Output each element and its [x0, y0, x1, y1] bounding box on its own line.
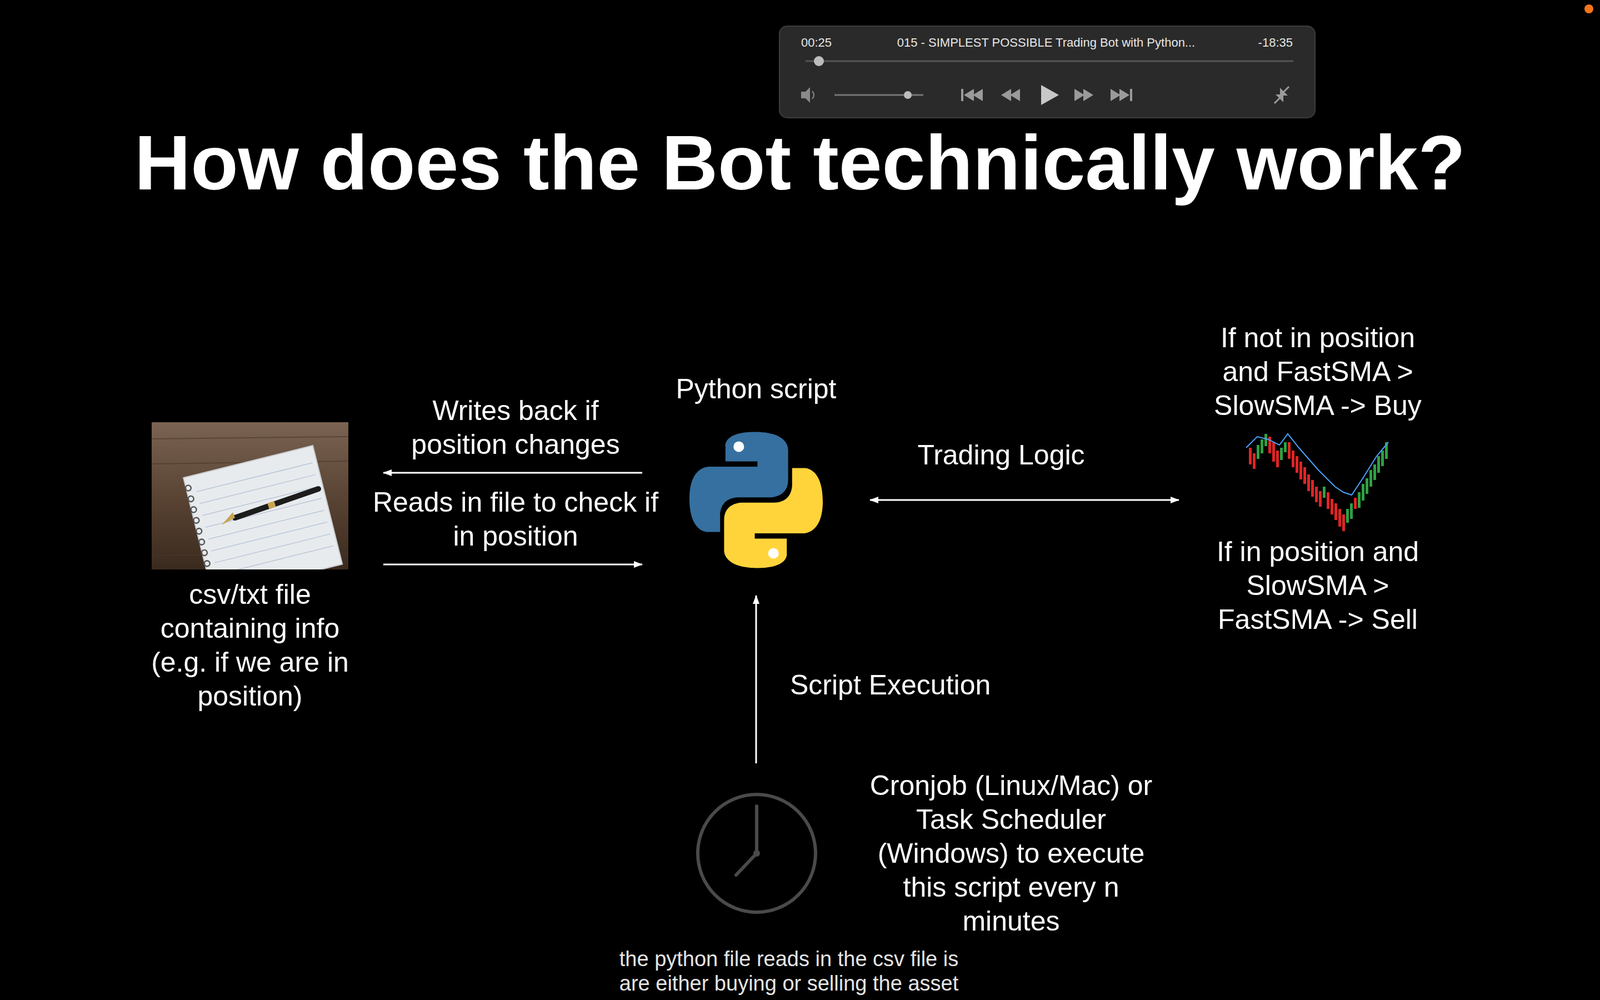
edge-label: Writes back if position changes — [387, 393, 644, 462]
script-node: Python script — [664, 372, 848, 574]
notebook — [182, 445, 343, 570]
edge-label: Trading Logic — [917, 438, 1085, 473]
progress-track — [805, 60, 1294, 63]
red-candles — [1248, 436, 1357, 532]
arrow-connector — [755, 595, 758, 764]
edge-label: Script Execution — [790, 668, 991, 703]
progress-knob — [813, 56, 824, 67]
transport-buttons — [961, 85, 1133, 105]
player-time: 00:25 — [801, 35, 832, 50]
green-candles — [1256, 433, 1388, 523]
node-text: If not in position and FastSMA > SlowSMA… — [1206, 321, 1429, 423]
status-dot — [1582, 2, 1596, 16]
arrow-connector — [383, 472, 643, 474]
volume-icon — [801, 87, 814, 103]
player-panel — [779, 26, 1315, 118]
player-remaining: -18:35 — [1258, 35, 1293, 50]
volume-knob — [903, 91, 912, 99]
player-title: 015 - SIMPLEST POSSIBLE Trading Bot with… — [897, 35, 1195, 50]
notebook-photo — [151, 422, 349, 570]
fountain-pen — [221, 488, 319, 525]
candlestick-chart — [1246, 425, 1390, 533]
edge-label: Reads in file to check if in position — [371, 485, 660, 554]
node-text: If in position and SlowSMA > FastSMA -> … — [1206, 535, 1429, 637]
python-logo — [681, 426, 832, 574]
node-text: Python script — [675, 372, 837, 407]
file-node: csv/txt file containing info (e.g. if we… — [138, 422, 362, 714]
python-logo-yellow — [723, 467, 823, 568]
subtitle-line: are either buying or selling the asset — [619, 971, 959, 996]
logic-node: If not in position and FastSMA > SlowSMA… — [1201, 321, 1435, 637]
arrow-connector — [383, 563, 643, 566]
collapse-icon — [1274, 86, 1289, 104]
sma-line — [1246, 433, 1389, 495]
node-text: csv/txt file containing info (e.g. if we… — [138, 577, 362, 714]
subtitle-line: the python file reads in the csv file is — [619, 946, 959, 972]
node-text: Cronjob (Linux/Mac) or Task Scheduler (W… — [855, 768, 1167, 939]
slide-title: How does the Bot technically work? — [0, 117, 1600, 208]
clock-icon — [693, 790, 820, 917]
scheduler-node: Cronjob (Linux/Mac) or Task Scheduler (W… — [688, 768, 1167, 939]
arrow-connector — [870, 499, 1179, 502]
